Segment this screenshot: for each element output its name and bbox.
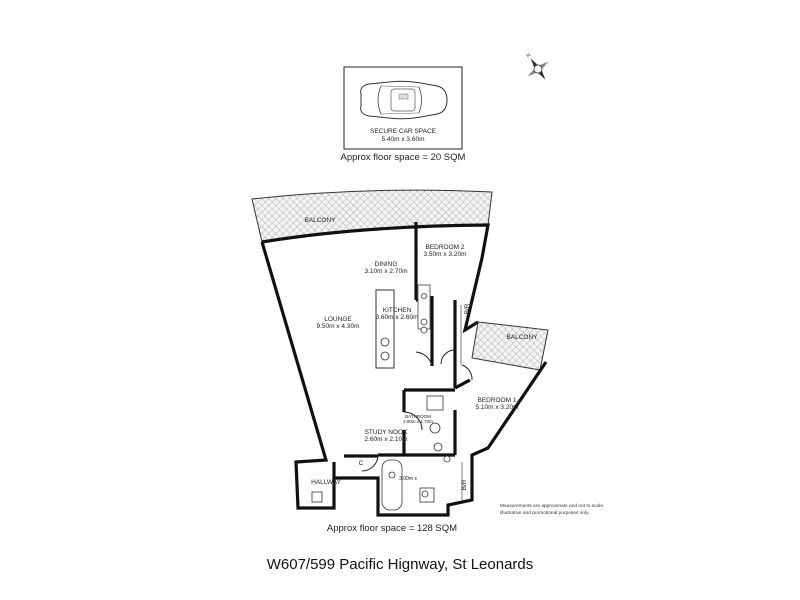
dining-label: DINING — [375, 261, 398, 268]
svg-text:N: N — [526, 52, 533, 59]
study-label: STUDY NOOK — [365, 429, 409, 436]
dining-dims: 3.10m x 2.70m — [365, 268, 408, 275]
bedroom2-label: BEDROOM 2 — [425, 244, 464, 251]
door-swings — [361, 349, 473, 472]
outer-wall — [260, 223, 548, 517]
bathroom-fixtures — [426, 395, 444, 452]
robe-bed1-label: B/R — [461, 479, 468, 490]
car-space: SECURE CAR SPACE 5.40m x 3.60m — [343, 66, 463, 150]
property-address: W607/599 Pacific Hignway, St Leonards — [267, 556, 534, 573]
balcony-main-label: BALCONY — [304, 217, 336, 224]
bedroom1-dims: 5.10m x 3.20m — [476, 404, 519, 411]
disclaimer-line2: Illustrative and promotional purposes on… — [500, 510, 590, 516]
bedroom1-label: BEDROOM 1 — [477, 397, 516, 404]
bedroom2-dims: 3.50m x 3.20m — [424, 251, 467, 258]
laundry-fixtures — [381, 455, 451, 511]
bathroom-dims: 2.90m x 1.70m — [403, 419, 433, 424]
bathroom-label: BATHROOM — [405, 414, 431, 419]
lounge-label: LOUNGE — [324, 316, 352, 323]
cupboard-label: C — [359, 460, 364, 467]
compass-icon: N — [526, 52, 549, 80]
car-space-dims: 5.40m x 3.60m — [382, 136, 425, 143]
kitchen-dims: 3.60m x 2.60m — [376, 314, 419, 321]
balcony-bed1-label: BALCONY — [506, 334, 538, 341]
car-space-label: SECURE CAR SPACE — [370, 128, 437, 135]
lounge-dims: 9.50m x 4.30m — [317, 323, 360, 330]
study-dims: 2.60m x 2.10m — [365, 436, 408, 443]
car-space-area: Approx floor space = 20 SQM — [341, 152, 466, 163]
robe-lines — [460, 305, 463, 500]
kitchen-fixtures — [375, 284, 431, 369]
robe-bed2-label: B/R — [464, 303, 471, 314]
disclaimer-line1: Measurements are approximate and not to … — [500, 503, 604, 509]
balcony-bed1-area — [471, 321, 549, 371]
hallway-label: HALLWAY — [311, 479, 342, 486]
floor-area: Approx floor space = 128 SQM — [327, 523, 457, 534]
kitchen-label: KITCHEN — [383, 307, 412, 314]
car-icon — [360, 80, 448, 120]
laundry-dims: 3.00m x — [399, 476, 417, 482]
balcony-main-area — [251, 189, 493, 243]
hallway-fixture — [311, 491, 323, 503]
